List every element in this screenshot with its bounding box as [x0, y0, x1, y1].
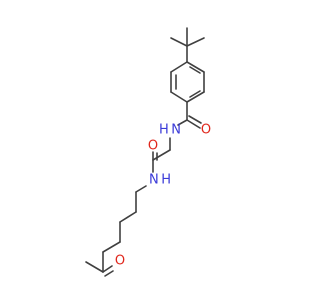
- atom-labels: O H N O N H O: [115, 123, 211, 269]
- structure-drawing: O H N O N H O: [85, 27, 211, 277]
- atom-label-o-ketone: O: [115, 254, 125, 269]
- bond-co1-a: [186, 119, 201, 129]
- bond-c-n1: [177, 119, 188, 126]
- atom-label-o-amide1: O: [201, 123, 211, 138]
- atom-label-o-amide2: O: [148, 139, 158, 154]
- molecule-canvas: O H N O N H O: [85, 27, 212, 277]
- bond-ketone-co-b: [104, 270, 114, 277]
- bond-tbutyl-methyl-left: [170, 37, 188, 47]
- bond-ring-6: [186, 61, 205, 73]
- bond-chain-2: [119, 211, 137, 223]
- bond-chain-4: [102, 241, 121, 253]
- bond-ch2-c2: [152, 149, 171, 161]
- bonds: [85, 27, 205, 277]
- atom-label-n-amide2: N H: [149, 173, 171, 188]
- atom-label-n-amide1: H N: [159, 123, 181, 138]
- bond-tbutyl-methyl-right: [186, 37, 205, 47]
- bond-ring-4: [186, 91, 205, 103]
- bond-n2-chain: [135, 185, 147, 193]
- bond-ketone-co-a: [102, 265, 113, 273]
- bond-co1-b: [188, 115, 202, 124]
- bond-ring-1: [170, 61, 188, 73]
- bond-ring-3: [170, 91, 188, 103]
- bond-ketone-methyl: [85, 261, 104, 273]
- bond-ring-double-3: [189, 66, 201, 74]
- bond-ring-double-2: [189, 90, 201, 98]
